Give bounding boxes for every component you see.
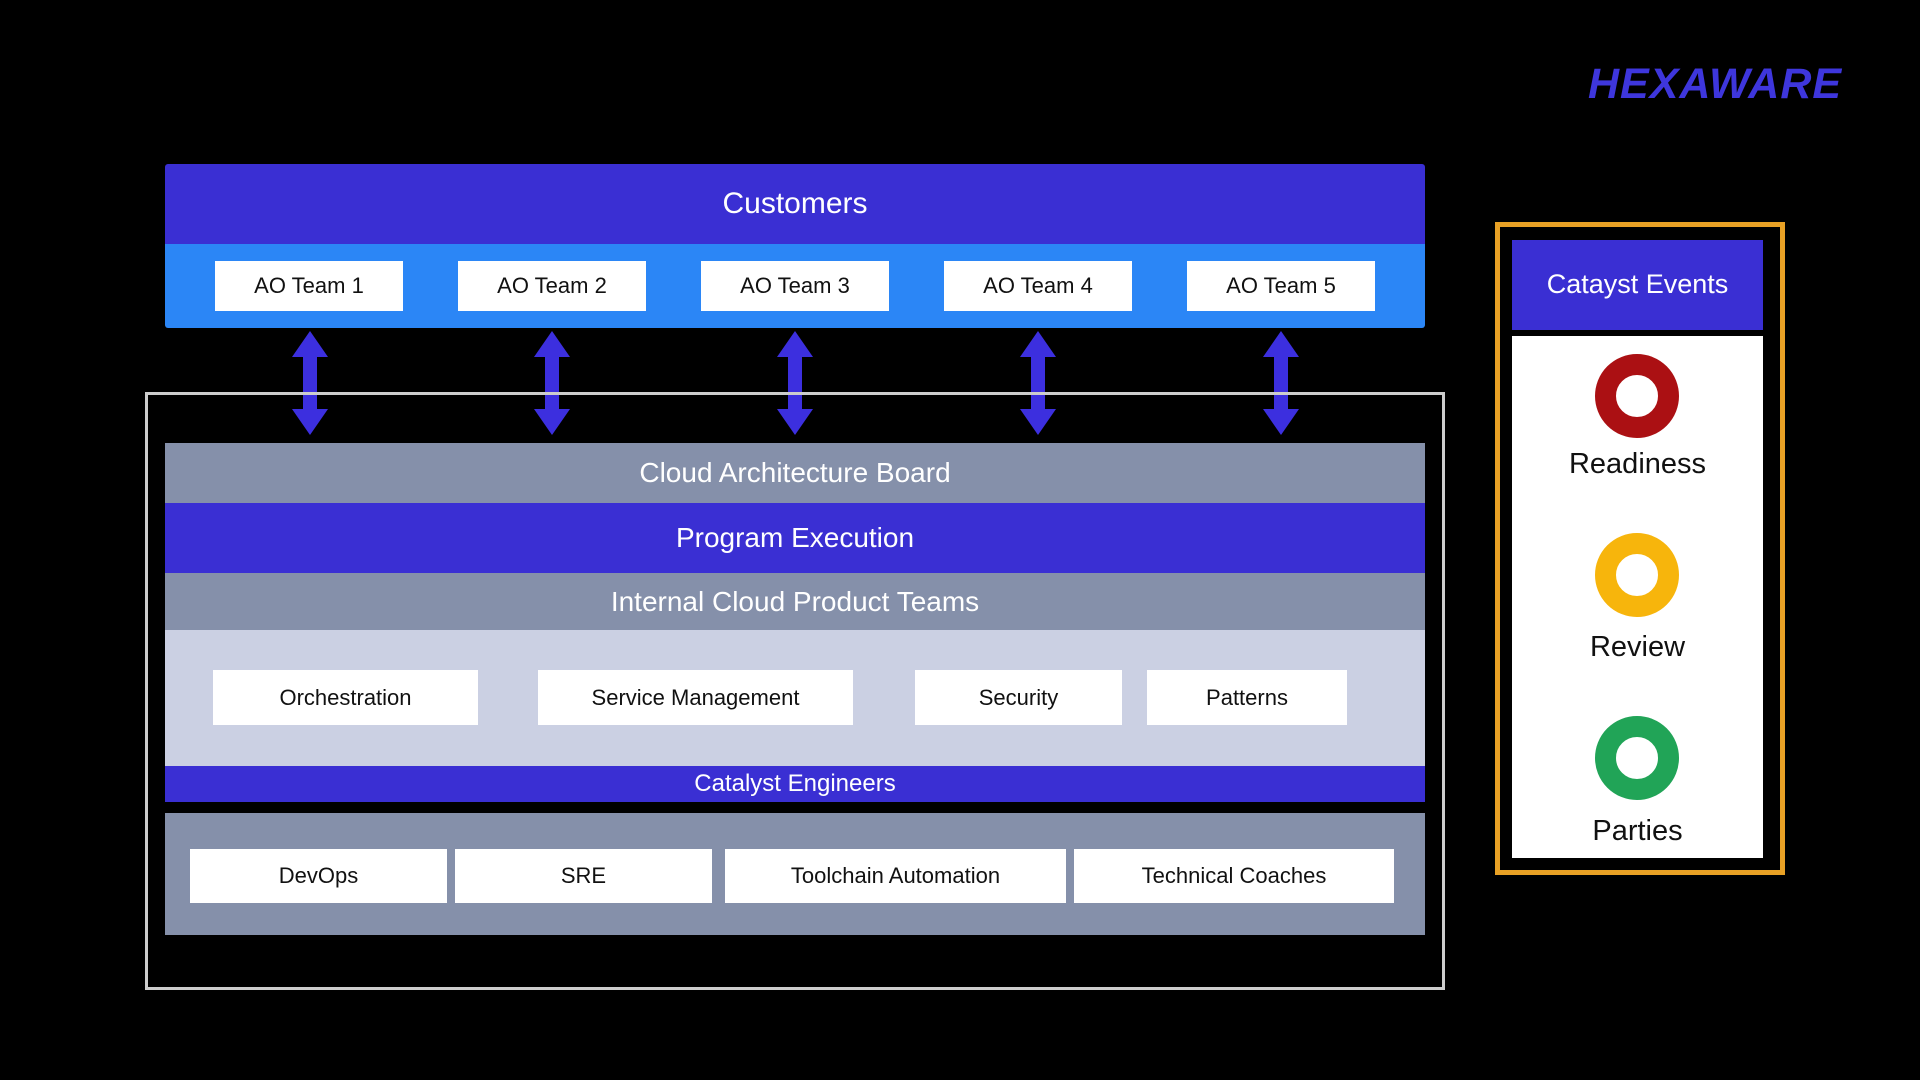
ao-team-4-box: AO Team 4 <box>944 261 1132 311</box>
ao-team-2-box: AO Team 2 <box>458 261 646 311</box>
readiness-label: Readiness <box>1568 448 1707 480</box>
ao-teams-strip: AO Team 1 AO Team 2 AO Team 3 AO Team 4 … <box>165 244 1425 328</box>
platform-container <box>145 392 1445 990</box>
ao-team-1-box: AO Team 1 <box>215 261 403 311</box>
catalyst-engineers-bar: Catalyst Engineers <box>165 766 1425 802</box>
service-management-box: Service Management <box>538 670 853 725</box>
readiness-ring-icon <box>1595 354 1679 438</box>
technical-coaches-box: Technical Coaches <box>1074 849 1394 903</box>
ao-team-3-box: AO Team 3 <box>701 261 889 311</box>
review-ring-icon <box>1595 533 1679 617</box>
parties-ring-icon <box>1595 716 1679 800</box>
double-arrow-icon <box>292 331 328 435</box>
security-box: Security <box>915 670 1122 725</box>
review-label: Review <box>1589 631 1686 663</box>
parties-label: Parties <box>1592 815 1683 847</box>
catalyst-events-title: Catayst Events <box>1512 240 1763 330</box>
patterns-box: Patterns <box>1147 670 1347 725</box>
double-arrow-icon <box>1020 331 1056 435</box>
internal-cloud-product-teams-bar: Internal Cloud Product Teams <box>165 573 1425 630</box>
double-arrow-icon <box>1263 331 1299 435</box>
toolchain-automation-box: Toolchain Automation <box>725 849 1066 903</box>
cloud-architecture-board-bar: Cloud Architecture Board <box>165 443 1425 503</box>
orchestration-box: Orchestration <box>213 670 478 725</box>
double-arrow-icon <box>777 331 813 435</box>
customers-banner: Customers <box>165 164 1425 244</box>
double-arrow-icon <box>534 331 570 435</box>
ao-team-5-box: AO Team 5 <box>1187 261 1375 311</box>
hexaware-logo: HEXAWARE <box>1588 60 1843 108</box>
sre-box: SRE <box>455 849 712 903</box>
program-execution-bar: Program Execution <box>165 503 1425 573</box>
devops-box: DevOps <box>190 849 447 903</box>
